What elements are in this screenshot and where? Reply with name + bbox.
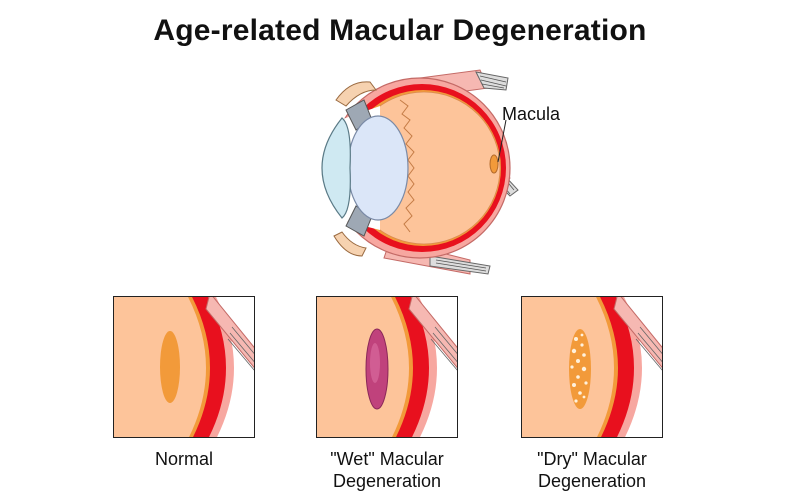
caption-wet-line1: "Wet" Macular (330, 449, 444, 469)
drusen-deposits (570, 333, 588, 403)
caption-normal-line1: Normal (154, 449, 213, 469)
upper-eyelid (335, 81, 377, 107)
macula-leader-line (497, 119, 507, 163)
macula-spot (489, 154, 499, 174)
panel-dry (521, 296, 663, 438)
caption-dry-line2: Degeneration (537, 471, 647, 491)
normal-retina-illustration (114, 297, 254, 437)
cornea (321, 117, 351, 219)
caption-dry: "Dry" Macular Degeneration (482, 448, 702, 492)
caption-normal: Normal (74, 448, 294, 470)
panel-wet (316, 296, 458, 438)
eye-cross-section-illustration (321, 69, 519, 275)
dry-retina-illustration (522, 297, 662, 437)
normal-macula (160, 331, 180, 403)
caption-wet: "Wet" Macular Degeneration (277, 448, 497, 492)
panel-normal (113, 296, 255, 438)
dry-macula (569, 329, 591, 409)
ciliary-edge (399, 99, 415, 233)
lens (347, 115, 409, 221)
caption-dry-line1: "Dry" Macular (537, 449, 647, 469)
caption-wet-line2: Degeneration (332, 471, 442, 491)
wet-retina-illustration (317, 297, 457, 437)
lower-eyelid (333, 231, 367, 257)
page-title: Age-related Macular Degeneration (153, 14, 647, 47)
macula-label: Macula (502, 104, 561, 124)
